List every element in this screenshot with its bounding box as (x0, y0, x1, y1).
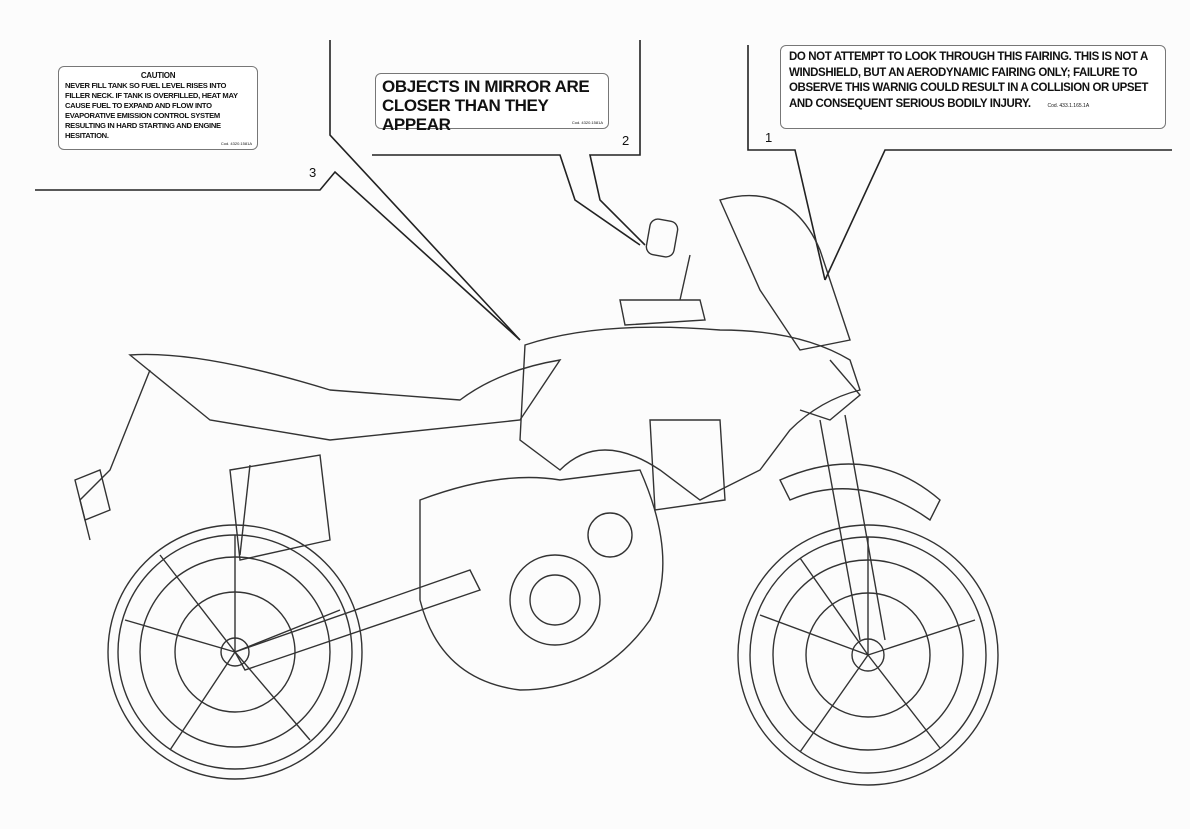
callout-2-leader (372, 40, 646, 246)
caution-text: NEVER FILL TANK SO FUEL LEVEL RISES INTO… (65, 81, 238, 140)
mirror-warning-label: OBJECTS IN MIRROR ARE CLOSER THAN THEY A… (375, 73, 609, 134)
label-code: Cod. 4320.1581A (571, 120, 603, 125)
fairing-warning-label: DO NOT ATTEMPT TO LOOK THROUGH THIS FAIR… (780, 45, 1166, 129)
rear-wheel (107, 524, 363, 780)
label-code: Cod. 4320.1581A (220, 141, 252, 146)
mirror (645, 218, 679, 258)
callout-number-1: 1 (765, 130, 773, 145)
fairing-warning-text: DO NOT ATTEMPT TO LOOK THROUGH THIS FAIR… (789, 51, 1149, 110)
mirror-warning-text: OBJECTS IN MIRROR ARE CLOSER THAN THEY A… (382, 77, 590, 134)
caution-title: CAUTION (140, 71, 176, 80)
caution-fuel-label: CAUTION NEVER FILL TANK SO FUEL LEVEL RI… (58, 66, 258, 150)
callout-number-3: 3 (309, 165, 317, 180)
label-code: Cod. 433.1.165.1A (1047, 102, 1090, 109)
windscreen (719, 194, 851, 351)
callout-number-2: 2 (622, 133, 630, 148)
callout-1-leader (747, 45, 1172, 281)
front-wheel (737, 524, 999, 786)
callout-3-leader (35, 40, 521, 341)
